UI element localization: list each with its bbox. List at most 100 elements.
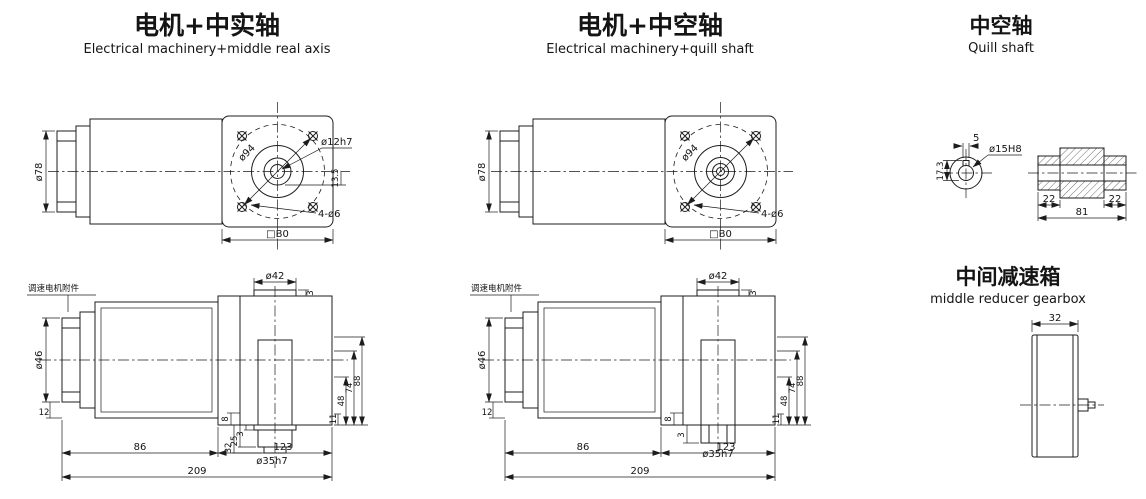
dim-right-stack: 11 48 74 88 bbox=[772, 336, 811, 426]
dim-label-11: 11 bbox=[329, 414, 339, 425]
dim-label-12: 12 bbox=[39, 408, 50, 418]
dim-label-22-right: 22 bbox=[1109, 194, 1122, 205]
dim-shaft-steps: 3 25 32 bbox=[224, 424, 262, 454]
dim-flange-size: □B0 bbox=[221, 229, 334, 244]
note-label: 调速电机附件 bbox=[28, 283, 80, 294]
flange bbox=[664, 115, 777, 228]
shaft-end-bore bbox=[958, 165, 974, 181]
col1-subtitle: Electrical machinery+middle real axis bbox=[83, 42, 330, 57]
dim-label-d78: ø78 bbox=[34, 163, 45, 182]
dim-bottom-lengths: 86 123 209 bbox=[61, 420, 333, 481]
col1-title: 电机+中实轴 bbox=[134, 11, 280, 40]
dim-label-d15H8: ø15H8 bbox=[989, 144, 1022, 155]
bolt-holes bbox=[237, 131, 318, 212]
bolt-circle bbox=[673, 124, 768, 219]
col3-reducer-view: 32 bbox=[1020, 313, 1104, 458]
col3-reducer-subtitle: middle reducer gearbox bbox=[930, 292, 1086, 307]
dim-12: 12 bbox=[39, 402, 62, 419]
dim-label-74: 74 bbox=[788, 383, 798, 394]
dim-label-d42: ø42 bbox=[266, 271, 285, 282]
shaft-end-outer bbox=[949, 156, 983, 190]
dim-label-22-left: 22 bbox=[1043, 194, 1056, 205]
dim-shaft-bore: ø12h7 bbox=[281, 137, 353, 170]
dim-label-key5: 5 bbox=[973, 133, 979, 144]
output-boss bbox=[696, 289, 740, 297]
dim-bore-diameter: ø15H8 bbox=[972, 144, 1022, 168]
col1-side-view: 调速电机附件 ø46 ø42 3 8 12 bbox=[27, 271, 368, 481]
dim-label-d94: ø94 bbox=[680, 143, 701, 164]
dim-reducer-width: 32 bbox=[1031, 313, 1079, 332]
dim-label-s32: 32 bbox=[224, 443, 234, 454]
dim-body-diameter: ø46 bbox=[477, 317, 503, 403]
dim-label-11: 11 bbox=[772, 414, 782, 425]
col3-quill-view: 5 ø15H8 17.3 22 22 81 bbox=[936, 133, 1138, 221]
dim-label-holes: 4-ø6 bbox=[318, 209, 340, 220]
dim-boss-diameter: ø42 3 bbox=[253, 271, 316, 297]
reducer-shaft-stub bbox=[1077, 398, 1096, 412]
note-motor-accessory: 调速电机附件 bbox=[27, 283, 96, 312]
dim-label-flange: □B0 bbox=[709, 229, 732, 240]
dim-motor-diameter: ø78 bbox=[34, 130, 55, 213]
dim-label-209: 209 bbox=[630, 466, 649, 477]
col2-title: 电机+中空轴 bbox=[577, 11, 723, 40]
dim-label-81: 81 bbox=[1076, 207, 1089, 218]
note-motor-accessory: 调速电机附件 bbox=[470, 283, 539, 312]
dim-label-32: 32 bbox=[1049, 313, 1062, 324]
dim-label-s25: 25 bbox=[230, 436, 240, 447]
dim-label-135: 13.5 bbox=[331, 169, 341, 188]
dim-173: 17.3 bbox=[936, 160, 962, 181]
dim-label-48: 48 bbox=[337, 396, 347, 407]
dim-135: 13.5 bbox=[285, 169, 346, 188]
keyway bbox=[962, 160, 970, 166]
quill-shaft-stub bbox=[700, 424, 736, 444]
dim-label-88: 88 bbox=[353, 376, 363, 387]
dim-mount-holes: 4-ø6 bbox=[250, 203, 340, 220]
dim-boss-diameter: ø42 3 bbox=[696, 271, 759, 297]
dim-label-s3: 3 bbox=[677, 432, 687, 437]
dim-motor-diameter: ø78 bbox=[477, 130, 498, 213]
dim-flange-size: □B0 bbox=[664, 229, 777, 244]
titles: 电机+中实轴 Electrical machinery+middle real … bbox=[83, 11, 1086, 307]
col2-side-view: 调速电机附件 ø46 ø42 3 8 12 bbox=[470, 271, 811, 481]
dim-label-86: 86 bbox=[134, 442, 147, 453]
dim-section-lengths: 22 22 81 bbox=[1037, 192, 1127, 221]
dim-bottom-lengths: 86 123 209 bbox=[504, 420, 776, 481]
dim-label-123: 123 bbox=[716, 442, 735, 453]
bolt-circle bbox=[230, 124, 325, 219]
dim-label-holes: 4-ø6 bbox=[761, 209, 783, 220]
dim-label-d94: ø94 bbox=[237, 143, 258, 164]
dim-label-74: 74 bbox=[345, 383, 355, 394]
dim-label-d46: ø46 bbox=[477, 351, 488, 370]
dim-label-boss-3: 3 bbox=[306, 290, 316, 295]
col1-top-view: ø94 ø12h7 13.5 4-ø6 □B0 ø78 bbox=[34, 102, 353, 250]
dim-8: 8 bbox=[221, 412, 240, 425]
dim-label-48: 48 bbox=[780, 396, 790, 407]
dim-label-boss-3: 3 bbox=[749, 290, 759, 295]
dim-label-d35h7: ø35h7 bbox=[256, 456, 288, 467]
flange bbox=[221, 115, 334, 228]
dim-label-173: 17.3 bbox=[936, 162, 946, 181]
dim-label-flange: □B0 bbox=[266, 229, 289, 240]
note-label: 调速电机附件 bbox=[471, 283, 523, 294]
dim-right-stack: 11 48 74 88 bbox=[329, 336, 368, 426]
col2-top-view: ø94 4-ø6 □B0 ø78 bbox=[477, 102, 793, 250]
dim-body-diameter: ø46 bbox=[34, 317, 60, 403]
dim-label-12: 12 bbox=[482, 408, 493, 418]
col3-quill-subtitle: Quill shaft bbox=[968, 41, 1034, 56]
dim-12: 12 bbox=[482, 402, 505, 419]
col3-reducer-title: 中间减速箱 bbox=[956, 265, 1061, 289]
quill-shaft-section bbox=[1028, 147, 1138, 199]
dim-mount-holes: 4-ø6 bbox=[693, 203, 783, 220]
dim-8: 8 bbox=[664, 412, 683, 425]
reducer-body bbox=[1031, 334, 1079, 458]
col3-quill-title: 中空轴 bbox=[970, 14, 1033, 38]
dim-stub: 3 bbox=[677, 424, 699, 444]
output-boss bbox=[253, 289, 297, 297]
dim-label-88: 88 bbox=[796, 376, 806, 387]
dim-label-d12h7: ø12h7 bbox=[321, 137, 353, 148]
dim-label-86: 86 bbox=[577, 442, 590, 453]
dim-label-123: 123 bbox=[273, 442, 292, 453]
dim-label-s3: 3 bbox=[236, 431, 246, 436]
